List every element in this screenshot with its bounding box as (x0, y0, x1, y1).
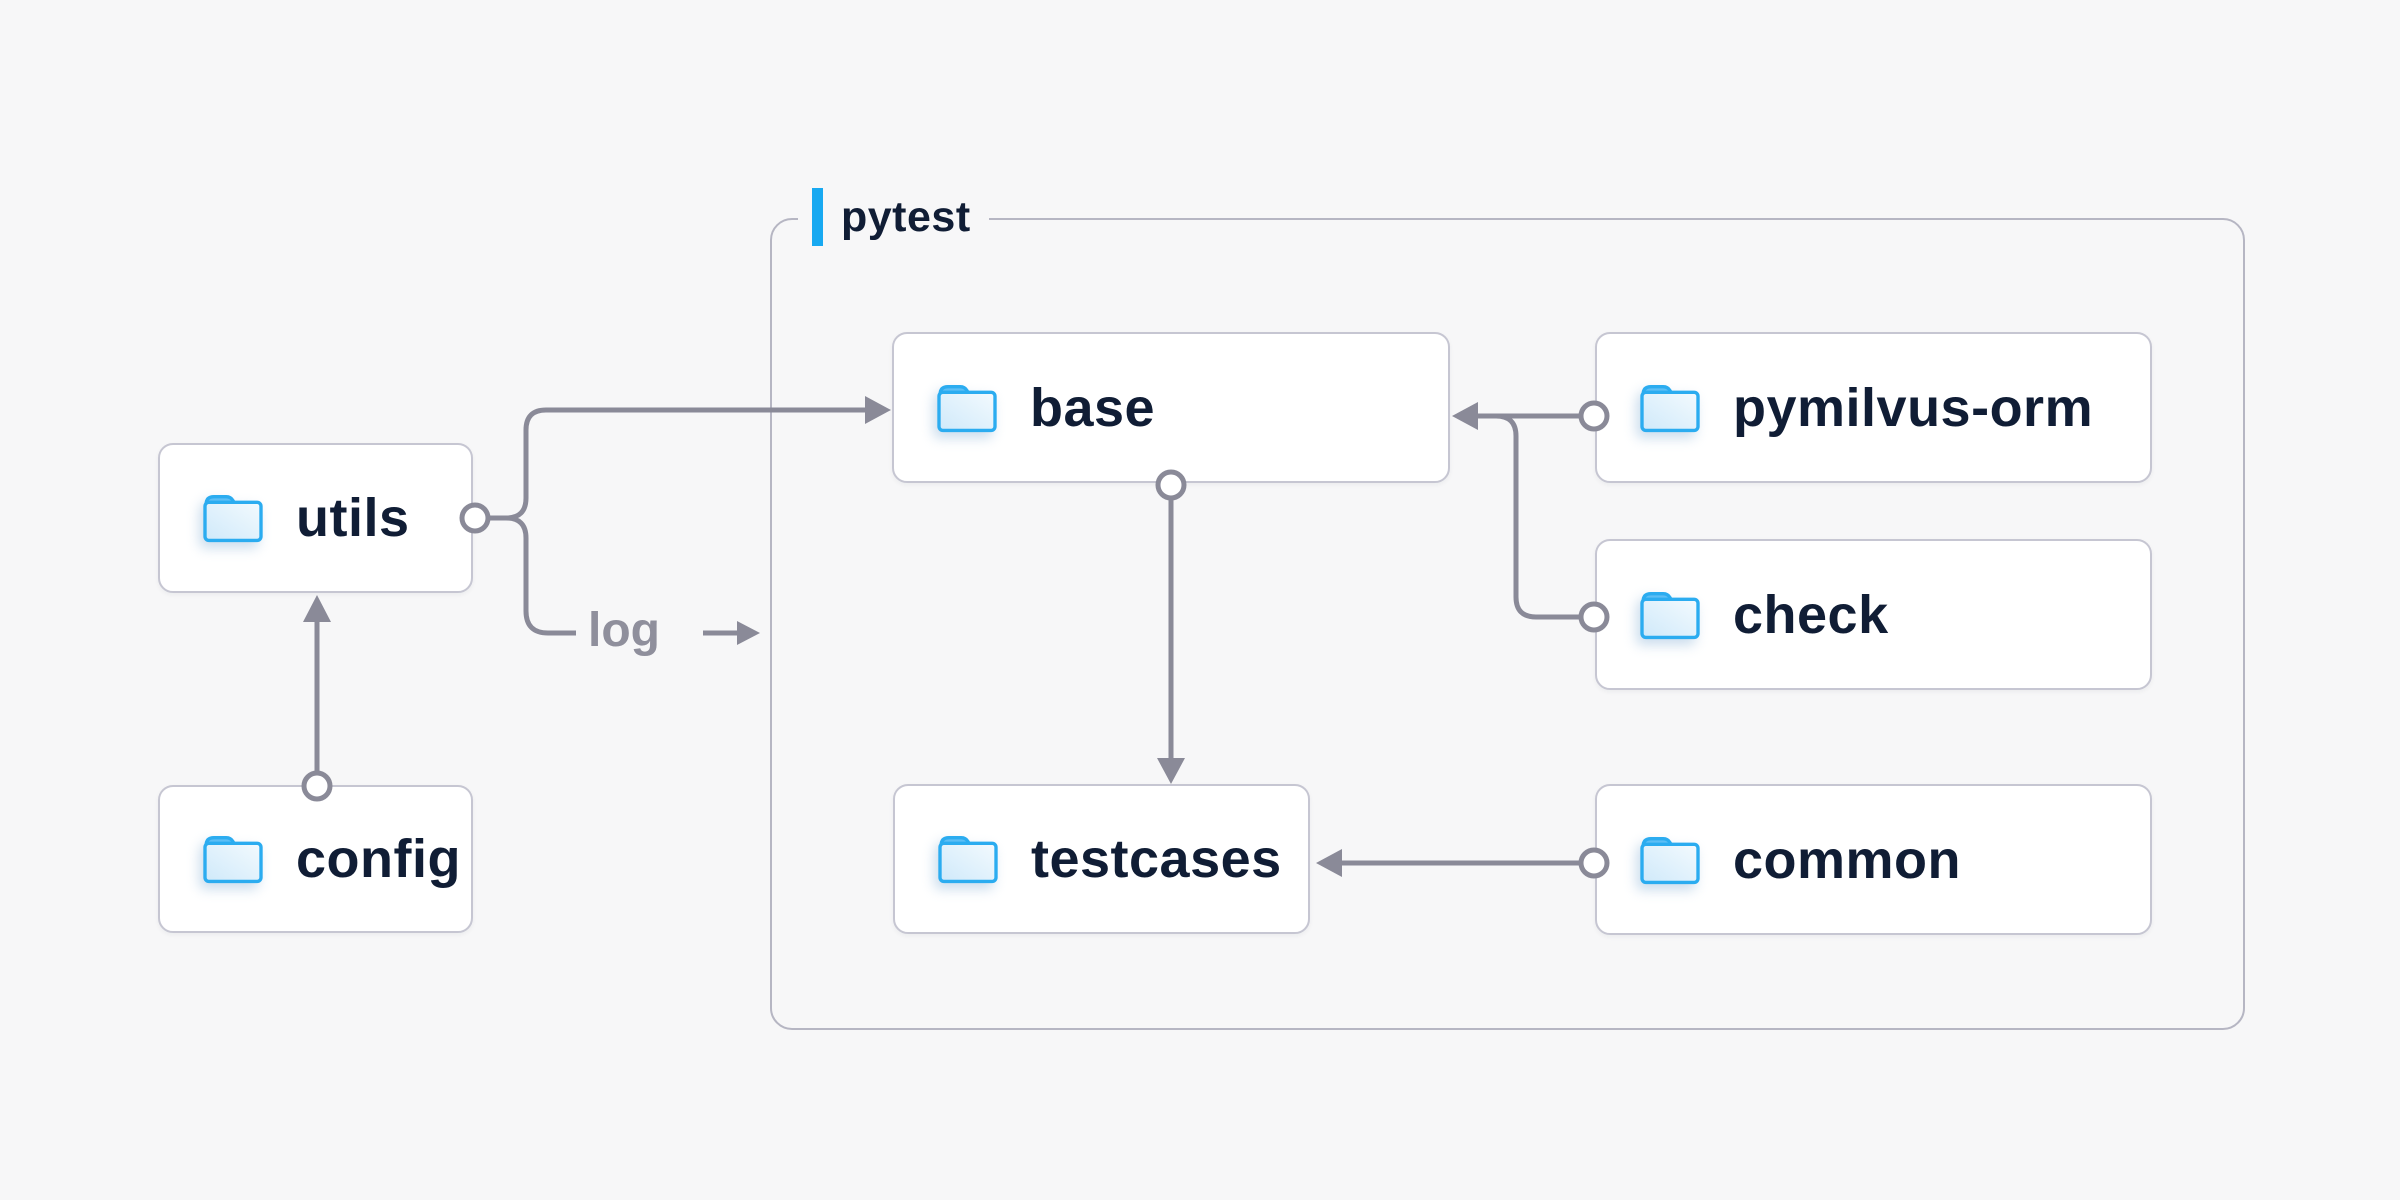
pytest-group-label: pytest (798, 186, 989, 248)
folder-icon (1637, 380, 1703, 436)
edge-label-log: log (588, 604, 660, 657)
edge-config-utils (301, 595, 333, 802)
arrowhead-log (737, 621, 760, 645)
folder-icon (935, 831, 1001, 887)
node-base[interactable]: base (892, 332, 1450, 483)
group-label-text: pytest (841, 192, 971, 241)
node-label: config (296, 829, 461, 889)
node-label: check (1733, 584, 1889, 645)
pytest-group-container (770, 218, 2245, 1030)
folder-icon (200, 831, 266, 887)
node-label: pymilvus-orm (1733, 377, 2094, 438)
node-label: base (1030, 377, 1156, 438)
node-config[interactable]: config (158, 785, 473, 933)
node-testcases[interactable]: testcases (893, 784, 1310, 934)
node-label: common (1733, 829, 1962, 890)
folder-icon (200, 490, 266, 546)
node-common[interactable]: common (1595, 784, 2152, 935)
node-label: utils (296, 488, 410, 548)
folder-icon (934, 380, 1000, 436)
arrowhead-up (303, 595, 331, 622)
node-pymilvus-orm[interactable]: pymilvus-orm (1595, 332, 2152, 483)
folder-icon (1637, 832, 1703, 888)
node-label: testcases (1031, 829, 1282, 889)
folder-icon (1637, 587, 1703, 643)
accent-bar (812, 188, 823, 246)
node-utils[interactable]: utils (158, 443, 473, 593)
node-check[interactable]: check (1595, 539, 2152, 690)
